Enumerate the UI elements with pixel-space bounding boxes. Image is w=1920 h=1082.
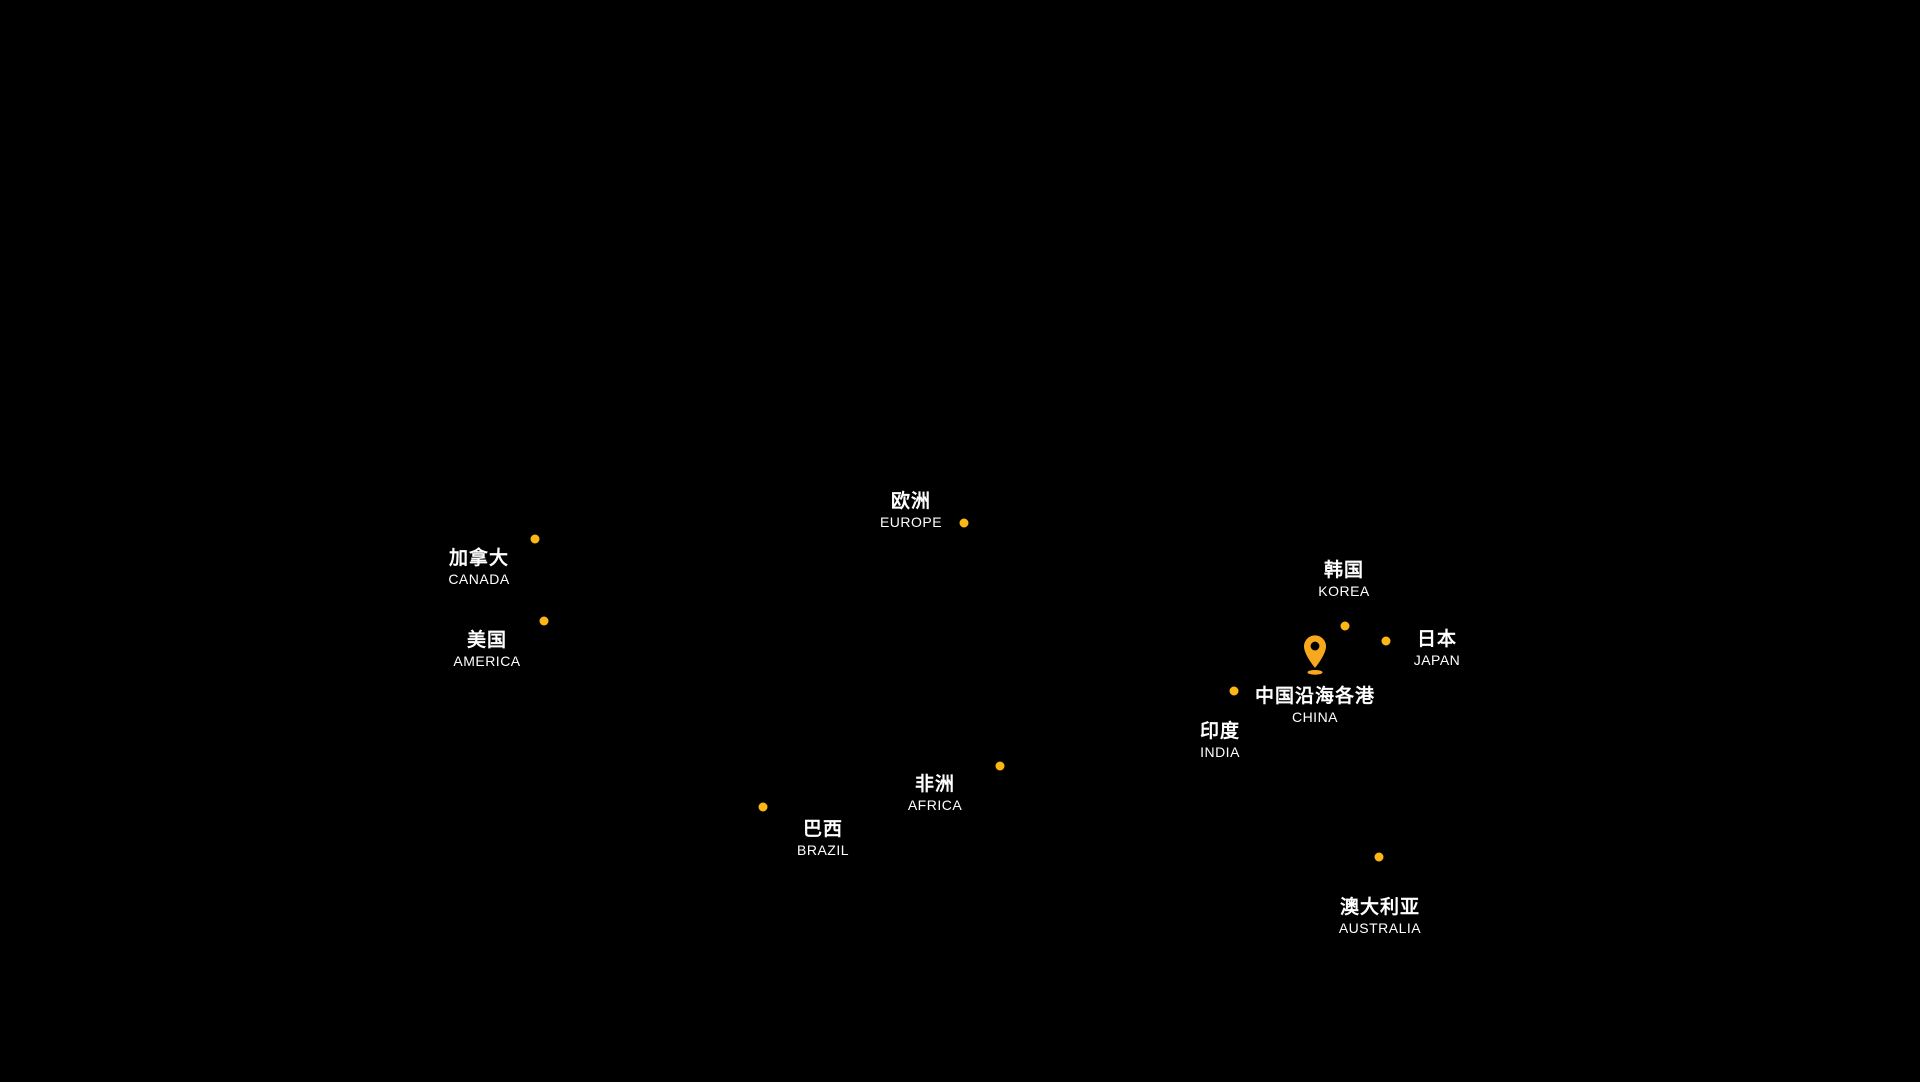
location-label-korea: 韩国 KOREA — [1318, 560, 1370, 601]
map-pin-icon[interactable] — [1299, 633, 1331, 675]
location-name-en: CHINA — [1291, 709, 1339, 725]
location-name-zh: 欧洲 — [890, 491, 931, 512]
map-dot-marker[interactable] — [758, 802, 768, 812]
location-name-zh: 加拿大 — [448, 548, 510, 569]
map-dot-marker[interactable] — [530, 534, 540, 544]
location-label-australia: 澳大利亚 AUSTRALIA — [1339, 897, 1421, 938]
location-name-zh: 澳大利亚 — [1339, 897, 1420, 918]
location-label-europe: 欧洲 EUROPE — [880, 491, 942, 532]
location-name-en: KOREA — [1318, 583, 1370, 599]
location-name-zh: 巴西 — [802, 819, 844, 840]
location-name-en: AUSTRALIA — [1338, 920, 1422, 936]
location-name-en: JAPAN — [1413, 652, 1461, 668]
map-dot-marker[interactable] — [1374, 852, 1384, 862]
map-dot-marker[interactable] — [995, 761, 1005, 771]
location-name-zh: 日本 — [1416, 629, 1457, 650]
location-name-zh: 中国沿海各港 — [1254, 686, 1376, 707]
location-name-en: INDIA — [1200, 744, 1240, 760]
location-label-africa: 非洲 AFRICA — [908, 774, 962, 815]
location-label-india: 印度 INDIA — [1200, 721, 1240, 762]
location-label-america: 美国 AMERICA — [453, 630, 520, 671]
location-name-zh: 印度 — [1199, 721, 1241, 742]
location-name-en: AFRICA — [907, 797, 963, 813]
location-name-zh: 美国 — [466, 630, 508, 651]
location-label-japan: 日本 JAPAN — [1414, 629, 1461, 670]
location-label-canada: 加拿大 CANADA — [448, 548, 509, 589]
location-label-china: 中国沿海各港 CHINA — [1255, 686, 1375, 727]
map-dot-marker[interactable] — [959, 518, 969, 528]
location-name-zh: 韩国 — [1323, 560, 1365, 581]
location-name-zh: 非洲 — [914, 774, 955, 795]
location-name-en: EUROPE — [879, 514, 943, 530]
location-name-en: AMERICA — [453, 653, 521, 669]
location-name-en: CANADA — [448, 571, 510, 587]
map-dot-marker[interactable] — [1229, 686, 1239, 696]
map-dot-marker[interactable] — [539, 616, 549, 626]
location-name-en: BRAZIL — [796, 842, 850, 858]
map-dot-marker[interactable] — [1340, 621, 1350, 631]
map-dot-marker[interactable] — [1381, 636, 1391, 646]
location-label-brazil: 巴西 BRAZIL — [797, 819, 849, 860]
